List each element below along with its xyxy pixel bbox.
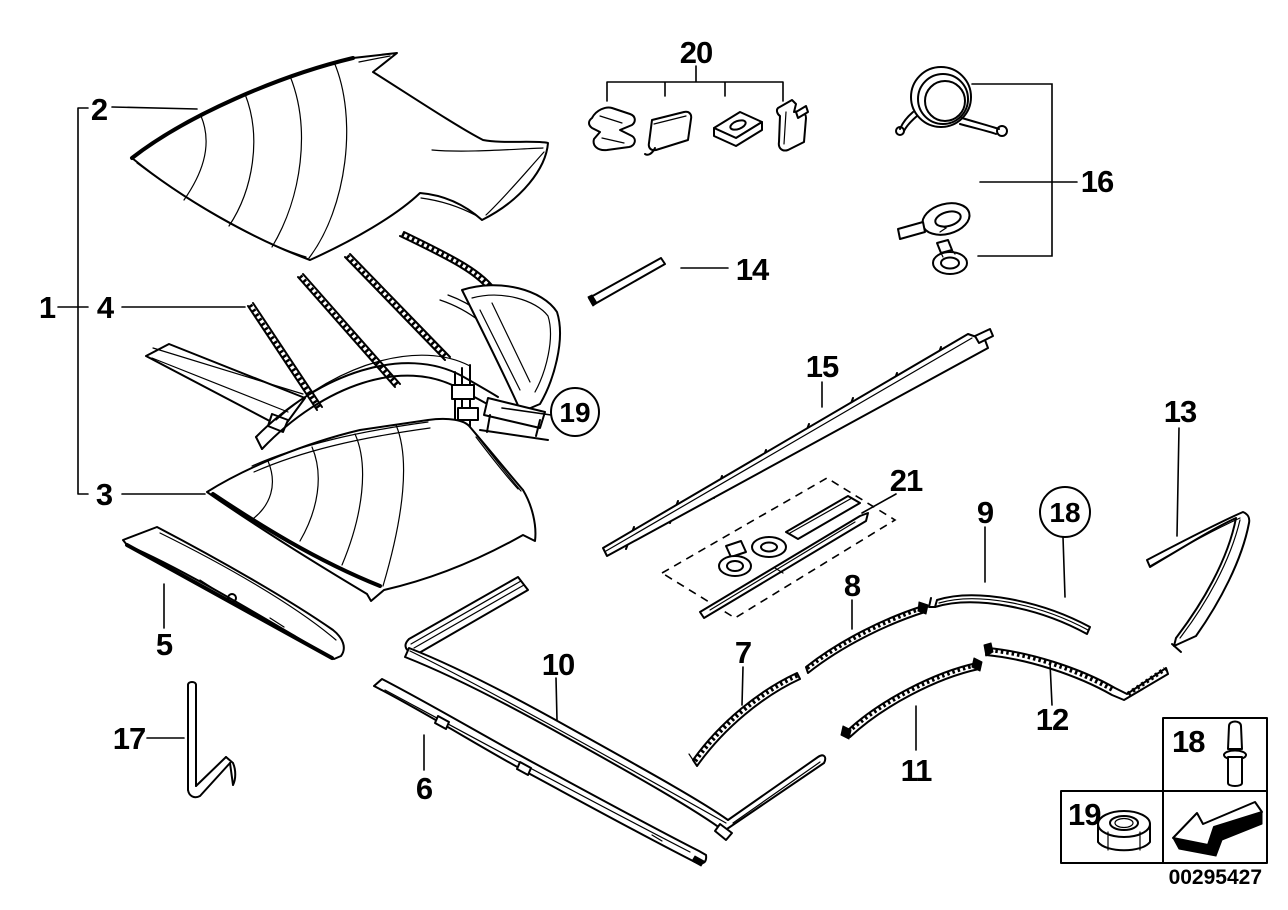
- legend-box-rivet: [1162, 717, 1268, 792]
- callout-15[interactable]: 15: [806, 349, 840, 384]
- callout-11[interactable]: 11: [901, 753, 934, 788]
- part-cover-strip: [587, 257, 666, 307]
- callout-7[interactable]: 7: [735, 635, 752, 670]
- part-gasket-rail-center: [404, 576, 827, 841]
- leader-lines: [57, 106, 1180, 771]
- part-number: 00295427: [1169, 866, 1262, 889]
- callout-4[interactable]: 4: [97, 290, 116, 325]
- circled-callout-18[interactable]: 18: [1049, 497, 1080, 528]
- circled-callout-19[interactable]: 19: [559, 397, 590, 428]
- clip-d-icon: [775, 99, 809, 152]
- part-seal-strip-12: [983, 642, 1169, 701]
- part-gasket-rail-lower: [373, 678, 708, 867]
- callout-16[interactable]: 16: [1081, 164, 1115, 199]
- callout-3[interactable]: 3: [96, 477, 114, 512]
- circle-18: [1039, 486, 1091, 538]
- part-rear-corner-seal: [1146, 511, 1251, 653]
- cable-coil-icon: [895, 66, 1008, 137]
- callouts: 1 2 3 4 5 6 7 8 9 10 11 12 13 14 15 16 1…: [39, 35, 1198, 806]
- clip-b-icon: [644, 110, 693, 156]
- part-rear-roof-panel: [206, 417, 537, 602]
- part-seal-strip-9: [928, 594, 1091, 635]
- callout-12[interactable]: 12: [1036, 702, 1069, 737]
- callout-5[interactable]: 5: [156, 627, 174, 662]
- part-tension-cable-set: [895, 66, 1078, 275]
- callout-9[interactable]: 9: [977, 495, 995, 530]
- clip-a-icon: [588, 106, 636, 152]
- part-seal-strip-8: [805, 601, 929, 674]
- callout-20[interactable]: 20: [680, 35, 713, 70]
- legend: 18 19 00295427: [1060, 717, 1268, 889]
- clip-c-icon: [713, 111, 763, 147]
- part-clip-set: [588, 65, 809, 156]
- part-seal-strip-7: [688, 672, 801, 767]
- callout-6[interactable]: 6: [416, 771, 434, 806]
- callout-17[interactable]: 17: [113, 721, 146, 756]
- direction-arrow-icon: [1172, 801, 1263, 857]
- part-folding-top-frame: [145, 231, 561, 450]
- hex-nut-icon: [1097, 810, 1151, 852]
- callout-8[interactable]: 8: [844, 568, 862, 603]
- callout-2[interactable]: 2: [91, 92, 108, 127]
- rivet-icon: [1223, 720, 1247, 787]
- callout-1[interactable]: 1: [39, 290, 57, 325]
- callout-14[interactable]: 14: [736, 252, 771, 287]
- part-corner-rod: [187, 681, 237, 799]
- part-ribbed-rail: [602, 328, 994, 557]
- part-front-trim: [122, 526, 345, 660]
- part-seal-strip-11: [840, 657, 983, 740]
- callout-13[interactable]: 13: [1164, 394, 1198, 429]
- circle-19: [550, 387, 600, 437]
- part-repair-kit: [660, 477, 897, 619]
- legend-label-18: 18: [1172, 724, 1205, 759]
- callout-10[interactable]: 10: [542, 647, 575, 682]
- cable-grommet-icon: [932, 239, 968, 275]
- callout-21[interactable]: 21: [890, 463, 924, 498]
- circled-callouts: 19 18: [550, 387, 1091, 538]
- legend-label-19: 19: [1068, 797, 1101, 832]
- part-front-roof-cover: [130, 52, 549, 261]
- cable-hook-icon: [897, 202, 971, 240]
